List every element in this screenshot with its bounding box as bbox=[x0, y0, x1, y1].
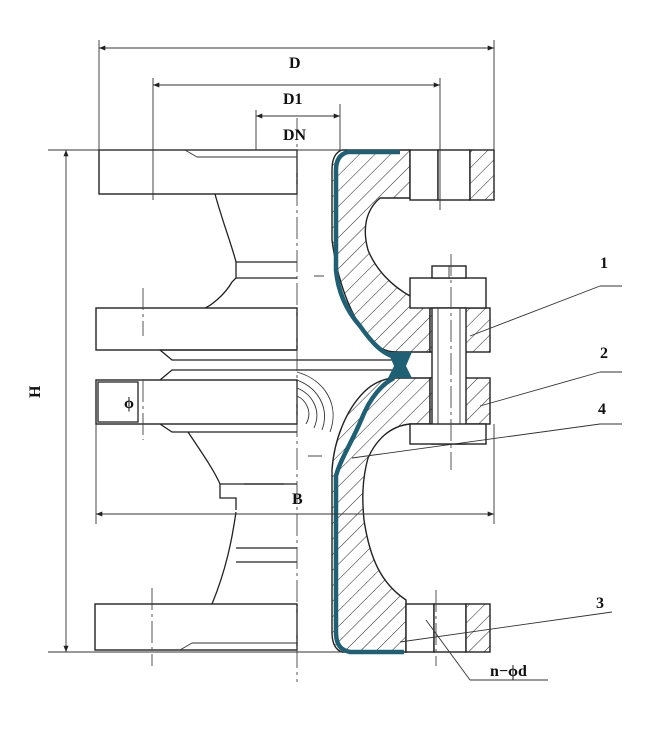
bottom-flange-right-hole bbox=[405, 603, 435, 653]
indicator-band bbox=[95, 379, 298, 425]
dim-label-H: H bbox=[27, 385, 44, 398]
top-flange-right-hole bbox=[409, 149, 439, 201]
bolt-hole-label: n−ϕd bbox=[490, 663, 527, 680]
indicator-box bbox=[97, 381, 139, 423]
dimension-lines bbox=[48, 40, 622, 681]
part-number-3: 3 bbox=[596, 595, 604, 612]
lower-neck-outline bbox=[187, 431, 297, 605]
left-exterior-view bbox=[94, 149, 334, 651]
lining-seal bbox=[388, 352, 412, 378]
lining-upper bbox=[333, 149, 400, 359]
dim-label-DN: DN bbox=[283, 127, 307, 144]
upper-neck-outline bbox=[204, 193, 297, 309]
right-section-view bbox=[297, 149, 495, 653]
middle-plate-upper bbox=[95, 307, 298, 351]
bottom-flange-left bbox=[94, 603, 298, 651]
dim-label-D1: D1 bbox=[283, 91, 303, 108]
indicator-symbol: ϕ bbox=[124, 395, 134, 412]
part-number-1: 1 bbox=[600, 255, 608, 272]
part-number-2: 2 bbox=[600, 345, 608, 362]
dim-label-B: B bbox=[292, 491, 303, 508]
lining-lower bbox=[333, 375, 404, 655]
bolt-assembly bbox=[409, 265, 487, 445]
part-number-4: 4 bbox=[598, 401, 606, 418]
dim-label-D: D bbox=[289, 55, 301, 72]
disc-arc-lines bbox=[296, 371, 334, 433]
